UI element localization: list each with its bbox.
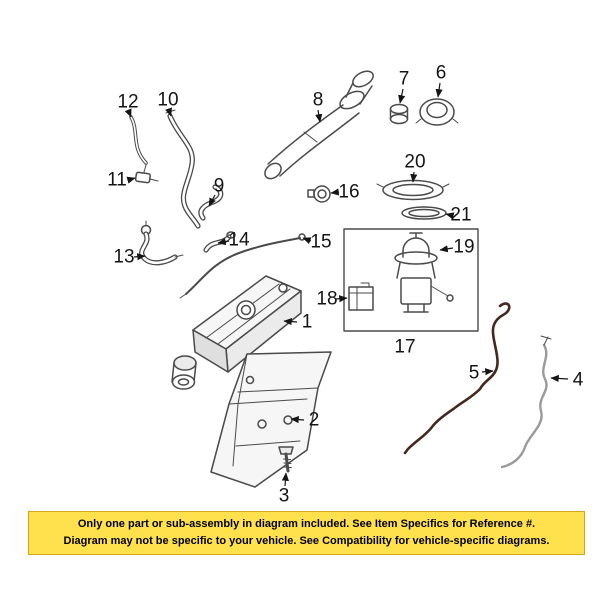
callout-4: 4: [572, 369, 584, 391]
callout-17: 17: [394, 336, 416, 358]
module-box-art: [343, 228, 479, 332]
hose-connector-art: [134, 171, 159, 184]
callout-7: 7: [398, 68, 410, 90]
callout-19: 19: [453, 236, 475, 258]
disclaimer-banner: Only one part or sub-assembly in diagram…: [28, 511, 585, 555]
callout-12: 12: [117, 91, 139, 113]
callout-20: 20: [404, 151, 426, 173]
callout-21: 21: [450, 204, 472, 226]
fuel-cap-art: [415, 98, 459, 126]
callout-9: 9: [213, 175, 225, 197]
callout-1: 1: [301, 311, 313, 333]
cap-gasket-art: [389, 103, 409, 125]
callout-10: 10: [157, 89, 179, 111]
filler-tube-art: [264, 70, 374, 180]
hose-fitting-art: [139, 220, 184, 266]
callout-16: 16: [338, 181, 360, 203]
fuel-pump-module-art: [394, 232, 454, 313]
fuel-tank-art: [171, 275, 302, 390]
seal-art: [401, 206, 447, 220]
callout-14: 14: [228, 229, 250, 251]
callout-13: 13: [113, 246, 135, 268]
bolt-art: [278, 446, 294, 473]
disclaimer-line-2: Diagram may not be specific to your vehi…: [63, 535, 550, 547]
fuel-line-gray-art: [500, 335, 552, 469]
lock-ring-art: [376, 179, 450, 201]
callout-8: 8: [312, 89, 324, 111]
fuel-tube-line-art: [179, 233, 306, 299]
callout-3: 3: [278, 485, 290, 507]
callout-5: 5: [468, 362, 480, 384]
callout-15: 15: [310, 231, 332, 253]
grommet-art: [307, 185, 331, 203]
callout-11: 11: [107, 169, 127, 191]
module-bracket-art: [348, 282, 374, 311]
short-hose-art: [203, 231, 236, 253]
fuel-line-dark-art: [403, 302, 511, 455]
callout-18: 18: [316, 288, 338, 310]
disclaimer-line-1: Only one part or sub-assembly in diagram…: [77, 518, 536, 530]
callout-6: 6: [435, 62, 447, 84]
skid-plate-art: [210, 351, 332, 488]
vent-hose-art: [165, 109, 201, 229]
callout-2: 2: [308, 409, 320, 431]
small-hose-art: [129, 115, 148, 173]
